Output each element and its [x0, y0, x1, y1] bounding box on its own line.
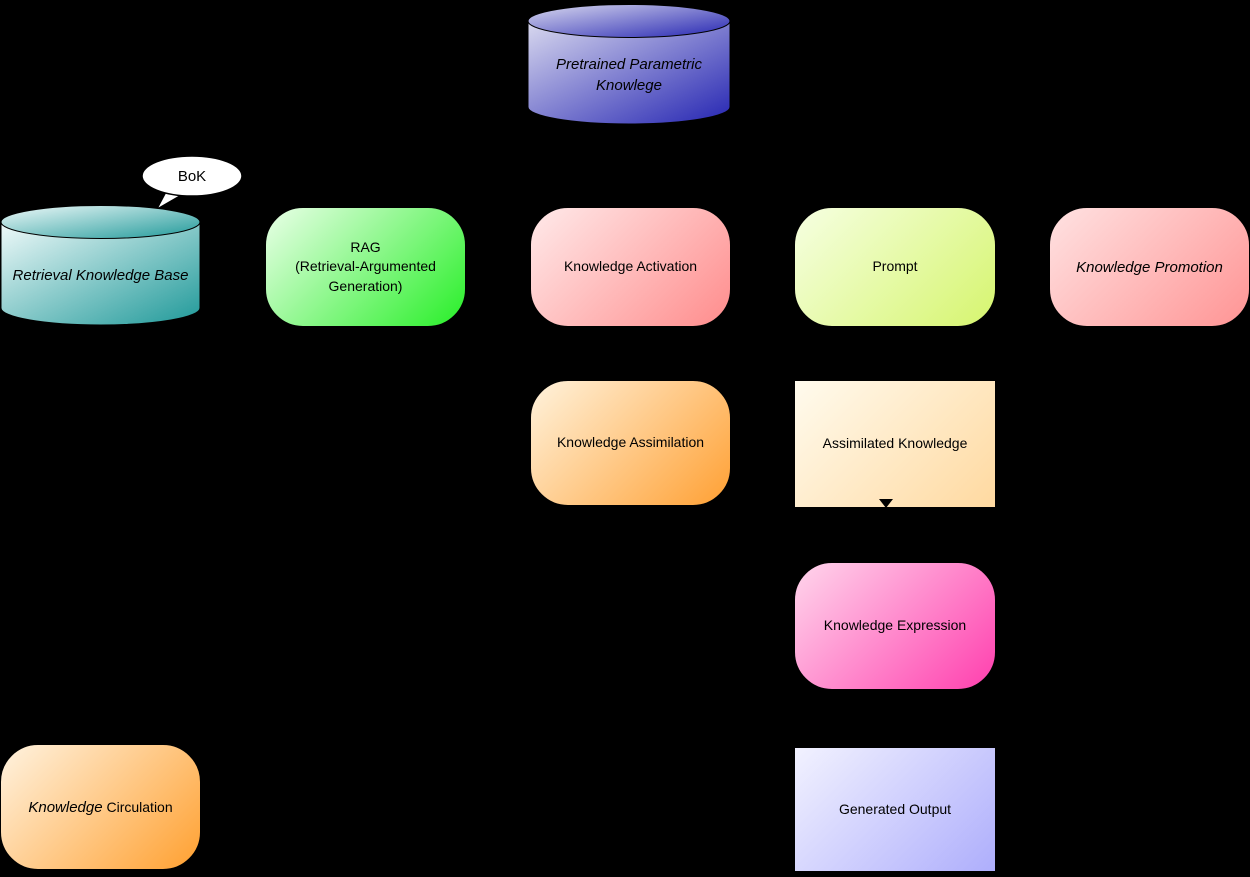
node-label-knowledge-assimilation: Knowledge Assimilation — [556, 434, 705, 451]
node-label-prompt: Prompt — [872, 258, 918, 275]
node-label-knowledge-expression: Knowledge Expression — [823, 617, 967, 634]
node-knowledge-assimilation: Knowledge Assimilation — [530, 380, 731, 506]
node-assimilated-knowledge: Assimilated Knowledge — [794, 380, 996, 508]
node-retrieval-knowledge-base: Retrieval Knowledge Base — [0, 205, 201, 326]
node-label-knowledge-promotion: Knowledge Promotion — [1076, 258, 1223, 276]
node-pretrained-parametric-knowledge: Pretrained Parametric Knowlege — [527, 4, 731, 125]
node-knowledge-promotion: Knowledge Promotion — [1049, 207, 1250, 327]
node-label-rag: RAG (Retrieval-Argumented Generation) — [295, 238, 436, 294]
node-knowledge-expression: Knowledge Expression — [794, 562, 996, 690]
node-prompt: Prompt — [794, 207, 996, 327]
speech-bubble-shape — [141, 155, 243, 211]
node-knowledge-circulation: Knowledge Circulation — [0, 744, 201, 870]
node-label-generated-output: Generated Output — [838, 800, 952, 817]
node-label-knowledge-circulation: Knowledge Circulation — [18, 797, 182, 818]
bok-label: BoK — [177, 168, 207, 185]
node-label-retrieval-knowledge-base: Retrieval Knowledge Base — [12, 267, 189, 284]
node-label-assimilated-knowledge: Assimilated Knowledge — [822, 435, 968, 452]
bok-callout: BoK — [136, 155, 246, 213]
node-label-pretrained-parametric-knowledge: Pretrained Parametric Knowlege — [556, 55, 702, 94]
node-knowledge-activation: Knowledge Activation — [530, 207, 731, 327]
label-knowledge-italic: Knowledge — [28, 798, 103, 816]
node-rag: RAG (Retrieval-Argumented Generation) — [265, 207, 466, 327]
node-label-knowledge-activation: Knowledge Activation — [563, 258, 698, 275]
node-generated-output: Generated Output — [794, 747, 996, 872]
cylinder-shape — [527, 4, 731, 125]
arrowhead-icon — [879, 499, 893, 508]
cylinder-shape — [0, 205, 201, 326]
label-circulation-regular: Circulation — [102, 798, 173, 815]
